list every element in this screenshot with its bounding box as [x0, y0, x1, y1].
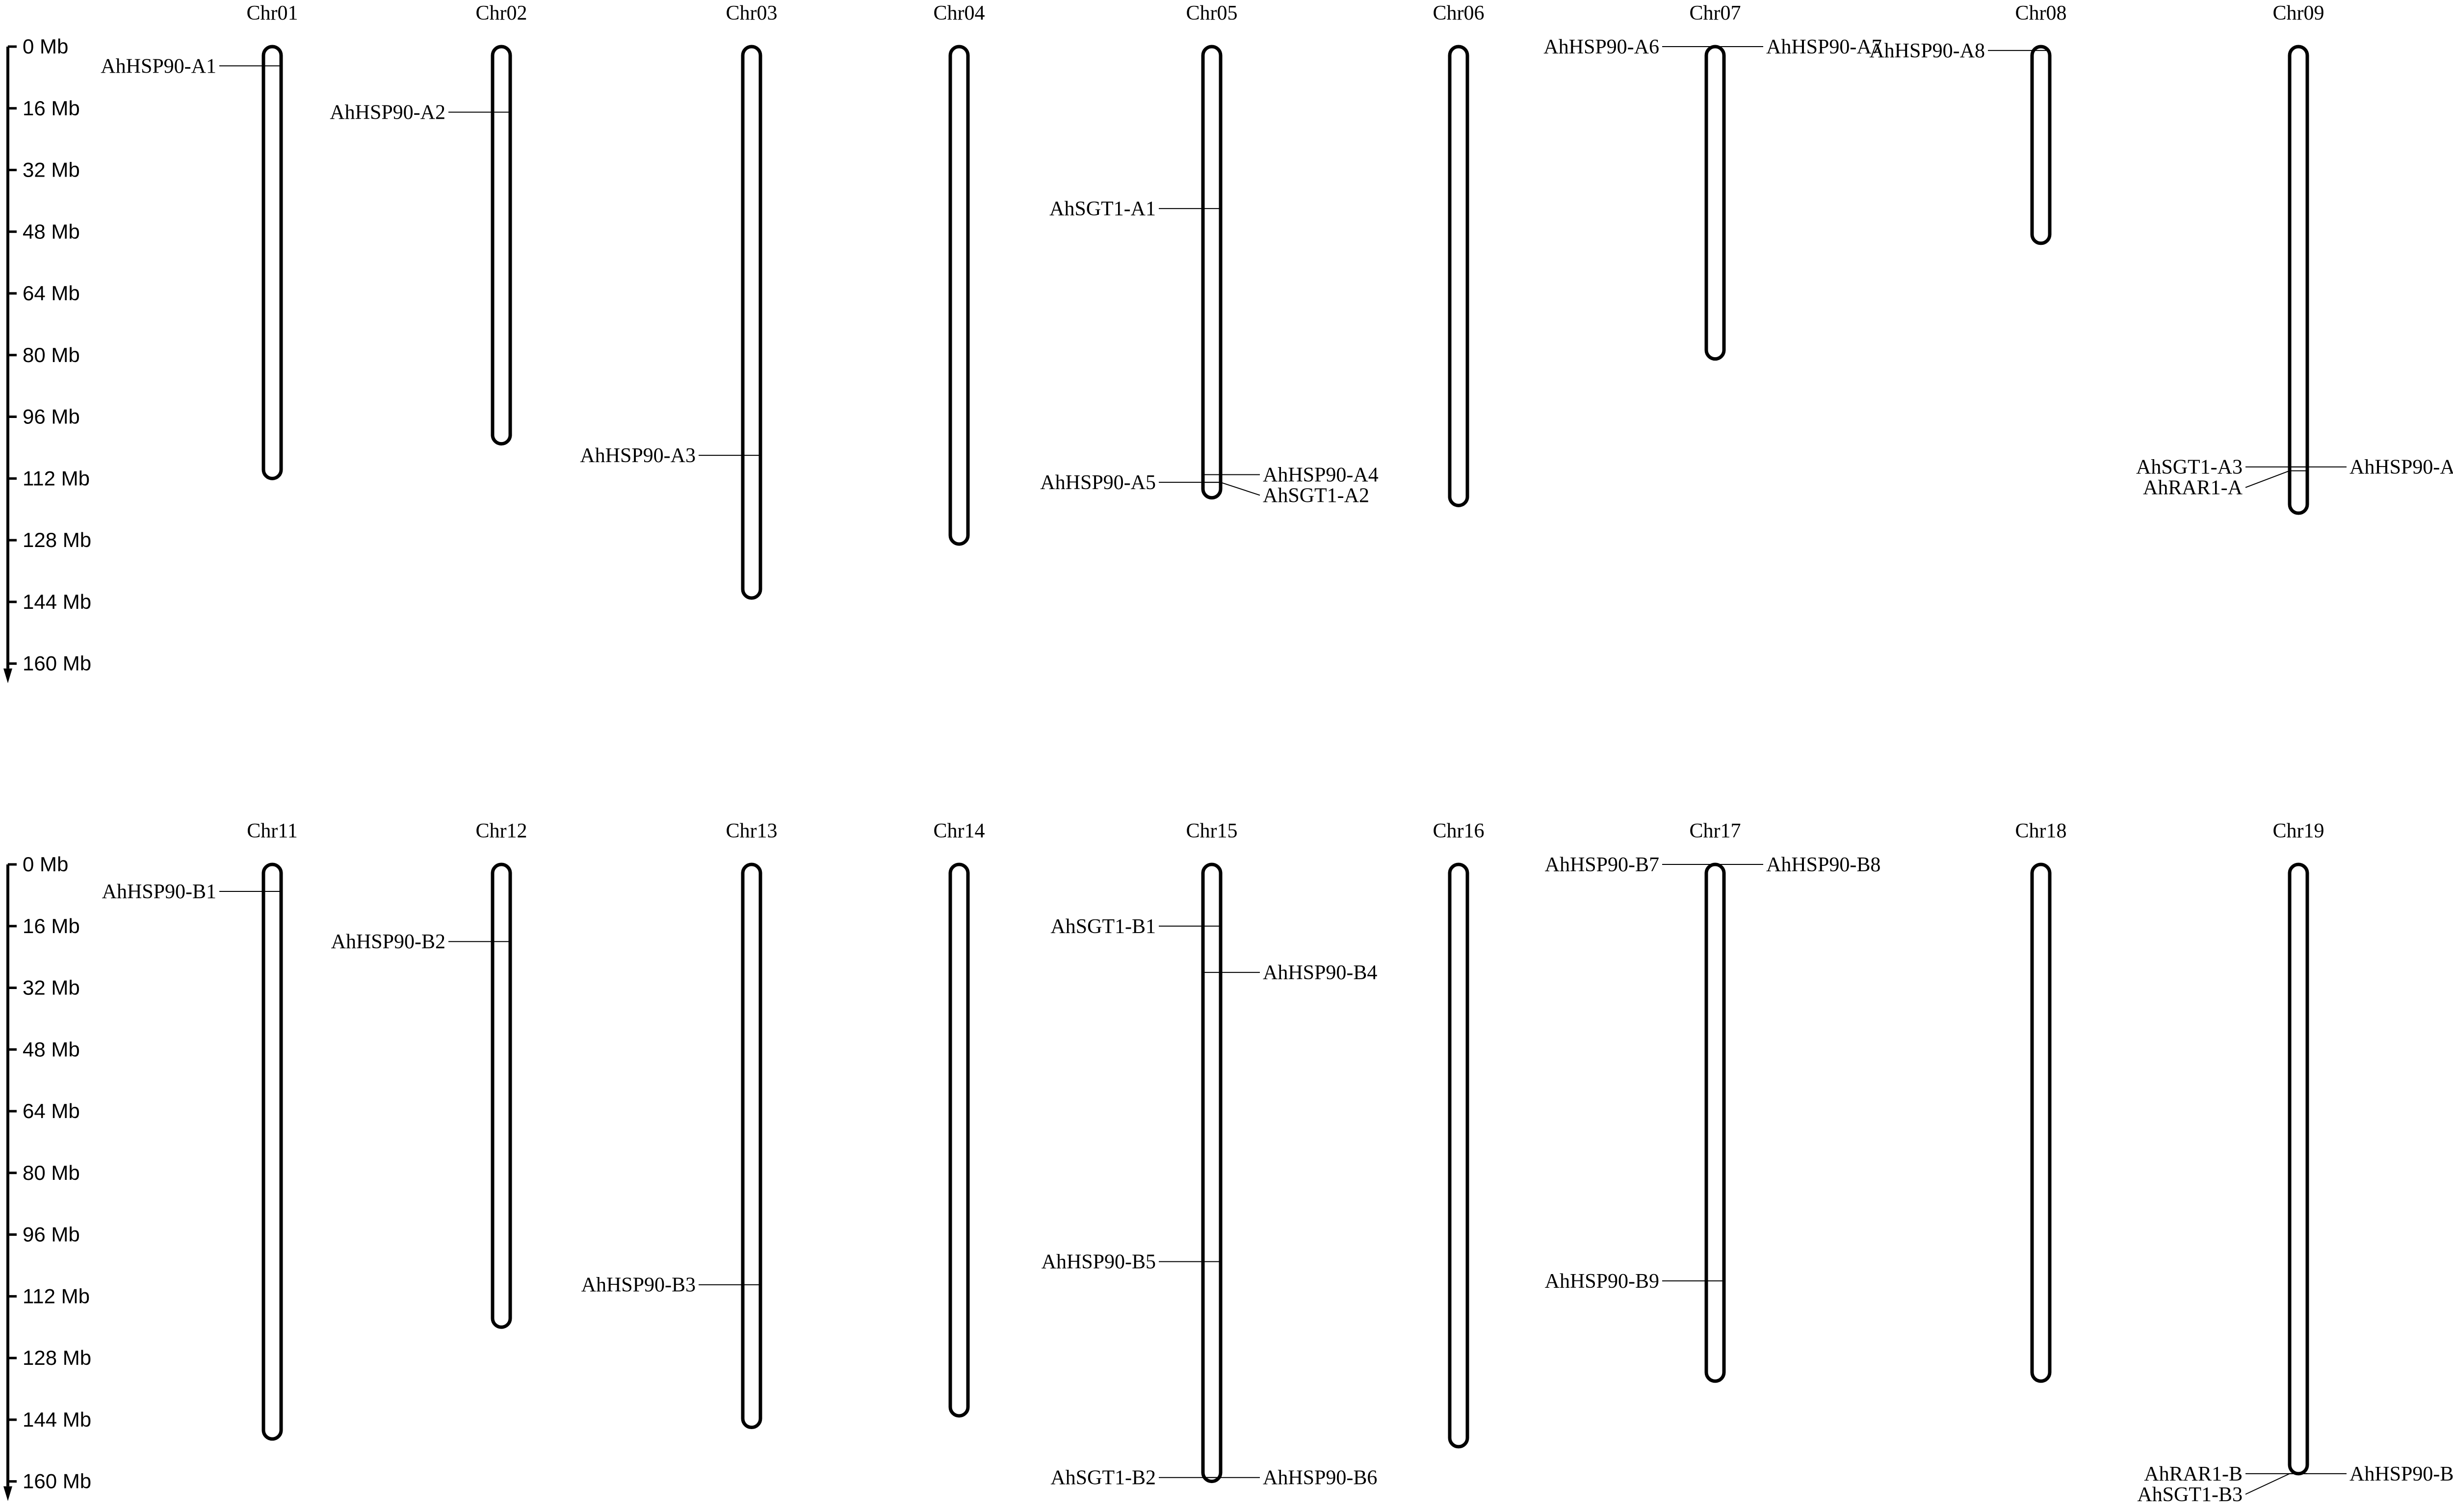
- scale-tick-label: 128 Mb: [23, 1346, 91, 1369]
- chromosome-bar: [741, 45, 762, 600]
- scale-tick-label: 112 Mb: [23, 467, 90, 490]
- scale-tick-label: 48 Mb: [23, 1038, 80, 1061]
- chromosome-bar: [261, 862, 283, 1441]
- chromosome-title: Chr08: [2015, 2, 2067, 25]
- chromosome-title: Chr07: [1690, 2, 1741, 25]
- chromosome-bar: [1201, 862, 1223, 1484]
- chromosome-bar: [1704, 862, 1726, 1383]
- chromosome-title: Chr12: [476, 820, 527, 842]
- chromosome-title: Chr13: [726, 820, 778, 842]
- chromosome-title: Chr03: [726, 2, 778, 25]
- gene-label: AhHSP90-B1: [102, 881, 216, 903]
- chromosome-title: Chr14: [934, 820, 985, 842]
- gene-label: AhHSP90-B6: [1263, 1467, 1377, 1489]
- gene-label: AhHSP90-B2: [331, 931, 445, 953]
- gene-label: AhRAR1-B: [2144, 1463, 2243, 1486]
- gene-label: AhHSP90-A6: [1543, 36, 1659, 58]
- gene-label: AhHSP90-A9: [2349, 456, 2453, 479]
- scale-tick-label: 0 Mb: [23, 853, 68, 876]
- scale-tick-label: 144 Mb: [23, 590, 91, 613]
- gene-label: AhHSP90-B8: [1766, 854, 1880, 876]
- gene-connector: [2245, 1473, 2290, 1495]
- gene-label: AhHSP90-B7: [1545, 854, 1659, 876]
- gene-label: AhHSP90-B10: [2349, 1463, 2453, 1486]
- scale-tick-label: 32 Mb: [23, 158, 80, 182]
- chromosome-bar: [491, 862, 512, 1329]
- chromosome-bar: [948, 45, 970, 546]
- gene-label: AhSGT1-B2: [1050, 1467, 1156, 1489]
- chromosome-title: Chr02: [476, 2, 527, 25]
- gene-label: AhHSP90-A5: [1040, 471, 1156, 494]
- scale-tick-label: 128 Mb: [23, 528, 91, 551]
- gene-label: AhHSP90-A2: [330, 102, 445, 124]
- chromosome-bar: [2288, 45, 2309, 515]
- chromosome-bar: [261, 45, 283, 480]
- scale-tick-label: 96 Mb: [23, 405, 80, 428]
- scale-tick-label: 48 Mb: [23, 220, 80, 243]
- gene-label: AhHSP90-B9: [1545, 1270, 1659, 1293]
- chromosome-bar: [1704, 45, 1726, 361]
- chromosome-title: Chr17: [1690, 820, 1741, 842]
- chromosome-bar: [1448, 45, 1469, 507]
- gene-label: AhHSP90-A7: [1766, 36, 1882, 58]
- scale-arrow-icon: [3, 1486, 12, 1501]
- scale-tick-label: 80 Mb: [23, 1161, 80, 1184]
- chromosome-bar: [948, 862, 970, 1418]
- scale-tick-label: 160 Mb: [23, 1470, 91, 1493]
- scale-tick-label: 16 Mb: [23, 914, 80, 938]
- scale-tick-label: 16 Mb: [23, 97, 80, 120]
- scale-tick-label: 144 Mb: [23, 1408, 91, 1431]
- gene-label: AhHSP90-A1: [101, 55, 216, 78]
- gene-label: AhSGT1-B1: [1050, 915, 1156, 938]
- gene-label: AhHSP90-B5: [1042, 1251, 1156, 1274]
- gene-connector: [2245, 470, 2290, 488]
- gene-label: AhSGT1-A1: [1049, 198, 1156, 220]
- chromosome-bar: [1201, 45, 1223, 500]
- chromosome-title: Chr18: [2015, 820, 2067, 842]
- chromosome-bar: [2288, 862, 2309, 1476]
- chromosome-title: Chr06: [1433, 2, 1485, 25]
- scale-tick-label: 80 Mb: [23, 343, 80, 366]
- scale-tick-label: 112 Mb: [23, 1284, 90, 1307]
- gene-label: AhHSP90-A3: [580, 444, 696, 467]
- chromosome-title: Chr01: [247, 2, 298, 25]
- gene-label: AhHSP90-B4: [1263, 962, 1377, 984]
- gene-connector: [1220, 482, 1260, 496]
- chromosome-bar: [741, 862, 762, 1430]
- chromosome-bar: [2030, 862, 2052, 1383]
- chromosome-title: Chr09: [2273, 2, 2324, 25]
- gene-label: AhHSP90-A8: [1869, 40, 1985, 62]
- gene-label: AhSGT1-A3: [2136, 456, 2243, 479]
- chromosome-title: Chr05: [1186, 2, 1238, 25]
- chromosome-bar: [491, 45, 512, 446]
- scale-arrow-icon: [3, 668, 12, 683]
- scale-tick-label: 32 Mb: [23, 976, 80, 999]
- chromosome-title: Chr16: [1433, 820, 1485, 842]
- gene-label: AhSGT1-B3: [2137, 1484, 2243, 1506]
- chromosome-bar: [1448, 862, 1469, 1449]
- chromosome-title: Chr15: [1186, 820, 1238, 842]
- gene-label: AhHSP90-A4: [1263, 464, 1379, 486]
- scale-tick-label: 96 Mb: [23, 1223, 80, 1246]
- chromosome-title: Chr19: [2273, 820, 2324, 842]
- scale-tick-label: 160 Mb: [23, 652, 91, 675]
- gene-label: AhSGT1-A2: [1263, 484, 1369, 507]
- chromosome-bar: [2030, 45, 2052, 245]
- scale-tick-label: 64 Mb: [23, 1099, 80, 1122]
- gene-label: AhRAR1-A: [2143, 477, 2243, 499]
- chromosome-title: Chr04: [934, 2, 985, 25]
- chromosome-title: Chr11: [247, 820, 297, 842]
- gene-label: AhHSP90-B3: [581, 1274, 696, 1297]
- scale-tick-label: 64 Mb: [23, 282, 80, 305]
- scale-tick-label: 0 Mb: [23, 35, 68, 58]
